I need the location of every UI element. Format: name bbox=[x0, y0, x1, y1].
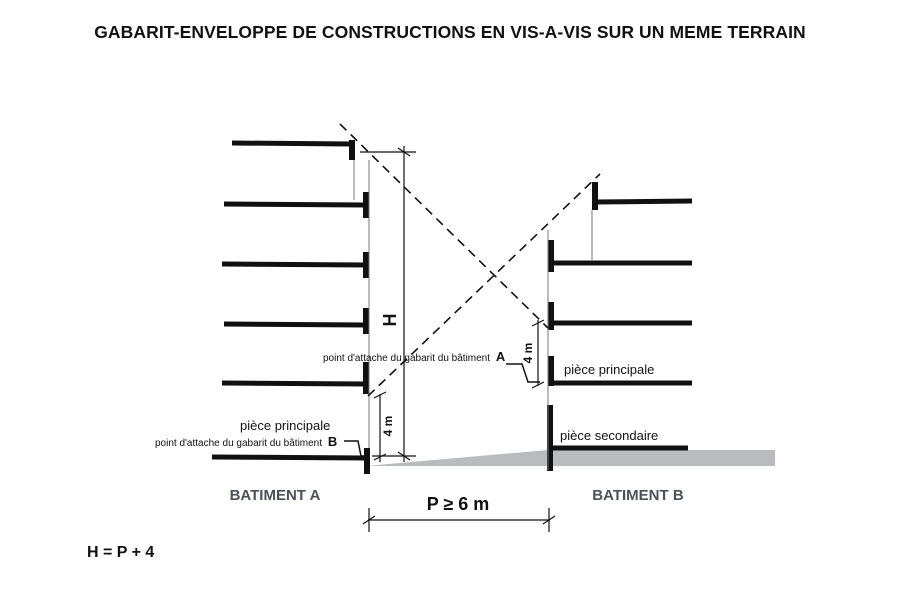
point-attache-b-label: point d'attache du gabarit du bâtiment B bbox=[155, 434, 337, 449]
four-m-right-label: 4 m bbox=[521, 343, 535, 364]
piece-principale-a-label: pièce principale bbox=[240, 418, 330, 433]
ground bbox=[80, 450, 775, 466]
piece-principale-b-label: pièce principale bbox=[564, 362, 654, 377]
four-m-left-label: 4 m bbox=[381, 416, 395, 437]
four-m-dimension-right bbox=[531, 319, 545, 389]
height-h-label: H bbox=[380, 314, 400, 327]
building-a-facade bbox=[349, 140, 370, 474]
four-m-dimension-left bbox=[373, 391, 387, 462]
formula-label: H = P + 4 bbox=[87, 544, 154, 561]
building-b-slabs bbox=[552, 198, 693, 451]
leader-lines bbox=[344, 363, 540, 457]
p-dimension bbox=[362, 508, 556, 532]
building-b-label: BATIMENT B bbox=[592, 487, 684, 504]
page-title: GABARIT-ENVELOPPE DE CONSTRUCTIONS EN VI… bbox=[94, 22, 806, 42]
point-attache-a-label: point d'attache du gabarit du bâtiment A bbox=[323, 349, 506, 364]
building-a-slabs bbox=[211, 140, 367, 461]
gabarit-dashed-lines bbox=[339, 123, 601, 397]
piece-secondaire-b-label: pièce secondaire bbox=[560, 428, 658, 443]
building-b-facade bbox=[547, 182, 598, 471]
h-dimension bbox=[360, 146, 416, 462]
distance-p-label: P ≥ 6 m bbox=[427, 494, 490, 514]
building-a-label: BATIMENT A bbox=[230, 487, 321, 504]
